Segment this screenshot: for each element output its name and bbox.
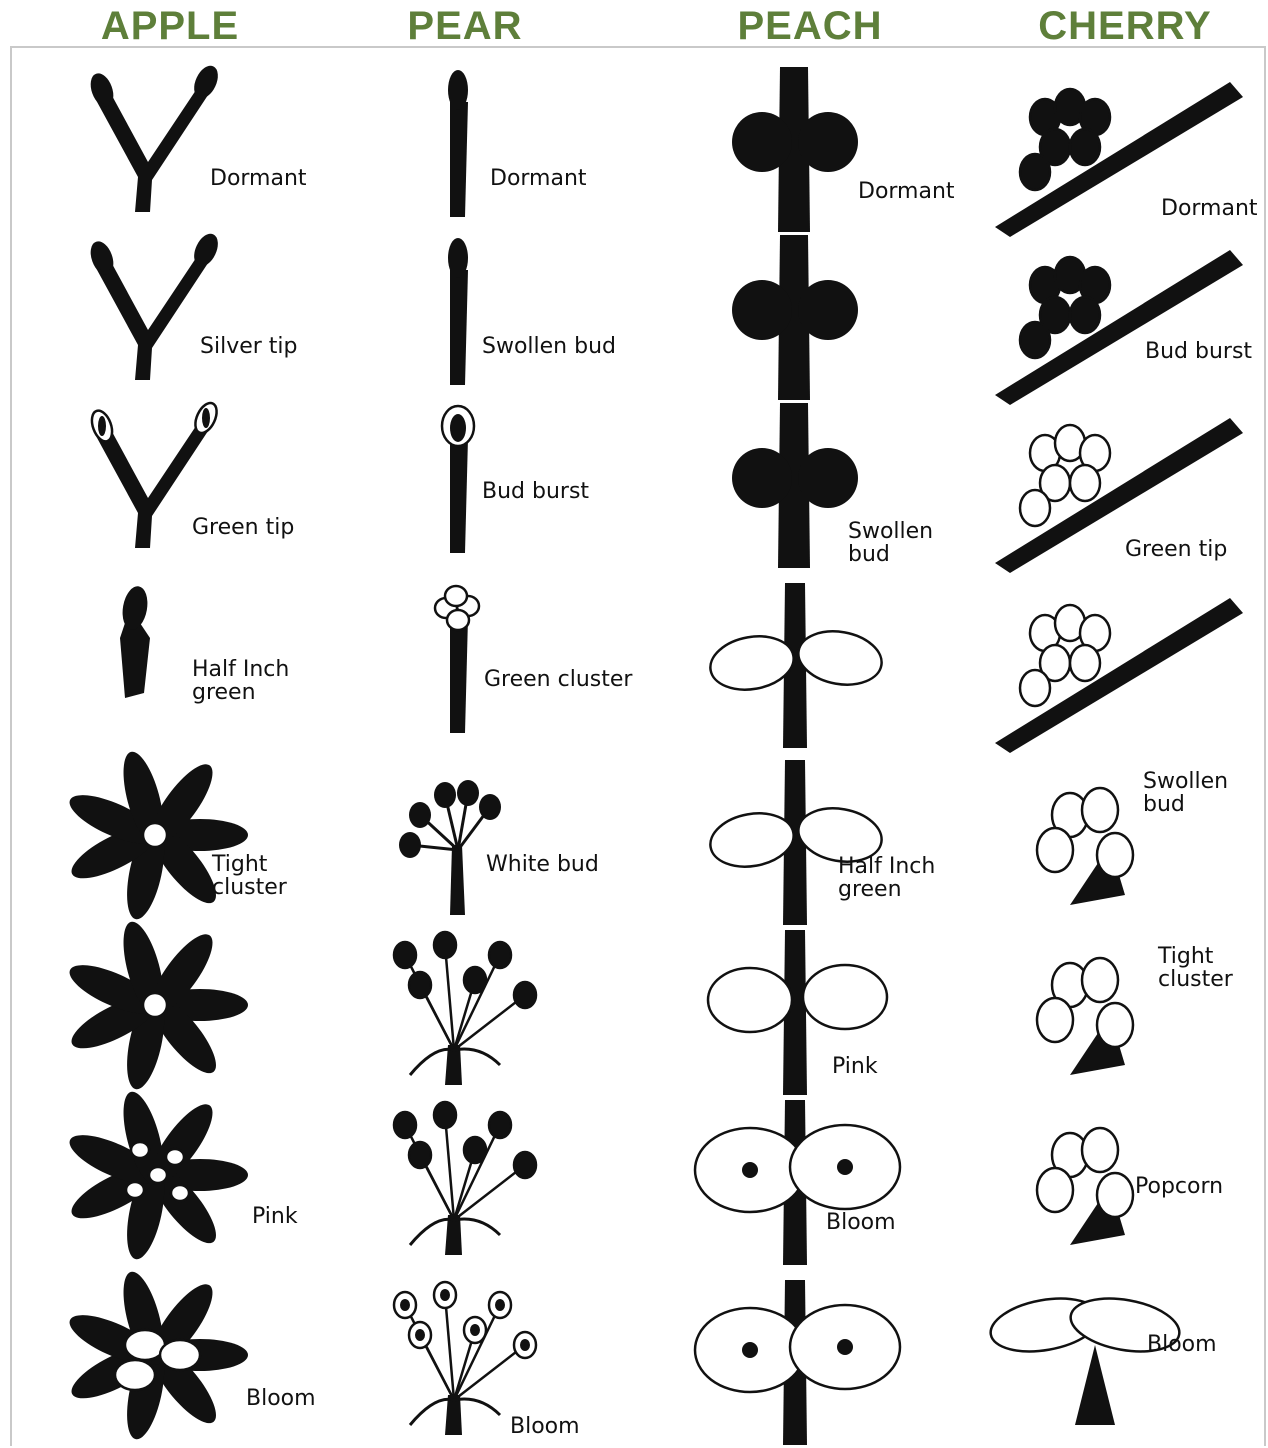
stage-pear-5: White bud: [350, 755, 650, 925]
stage-label: Swollen bud: [1143, 770, 1228, 816]
stage-label: Dormant: [210, 167, 307, 190]
twig-y-icon: [40, 230, 320, 400]
stage-peach-7: Bloom: [680, 1095, 980, 1265]
stage-apple-6: [40, 925, 340, 1095]
stage-label: Green cluster: [484, 668, 632, 691]
cherry-bloom-icon: [975, 1275, 1255, 1445]
stage-label: Tight cluster: [1158, 945, 1233, 991]
stage-apple-8: Bloom: [40, 1275, 340, 1445]
stage-cherry-7: Popcorn: [975, 1095, 1265, 1265]
stem-buds-icon: [350, 925, 630, 1095]
stage-apple-4: Half Inch green: [40, 578, 340, 748]
stage-pear-7: [350, 1095, 650, 1265]
stage-peach-8: [680, 1275, 980, 1445]
stage-label: Pink: [832, 1055, 878, 1078]
stage-label: Green tip: [1125, 538, 1227, 561]
spur-icon: [350, 62, 630, 232]
stage-cherry-1: Dormant: [975, 62, 1265, 232]
stage-apple-1: Dormant: [40, 62, 340, 232]
column-title-pear: PEAR: [400, 4, 530, 49]
column-title-peach: PEACH: [730, 4, 890, 49]
stage-label: Bloom: [1147, 1333, 1217, 1356]
stage-label: Bloom: [510, 1415, 580, 1438]
stage-cherry-5: Swollen bud: [975, 755, 1265, 925]
stage-apple-3: Green tip: [40, 398, 340, 568]
leaf-rosette-icon: [40, 925, 320, 1095]
leaf-rosette-flowers-icon: [40, 1275, 320, 1445]
stage-peach-2: [680, 230, 980, 400]
stage-peach-6: Pink: [680, 925, 980, 1095]
stage-apple-7: Pink: [40, 1095, 340, 1265]
stage-label: Popcorn: [1135, 1175, 1223, 1198]
stage-pear-3: Bud burst: [350, 398, 650, 568]
column-title-cherry: CHERRY: [1035, 4, 1215, 49]
stage-label: Bud burst: [1145, 340, 1252, 363]
stem-flower-open-icon: [680, 1095, 960, 1265]
stage-pear-8: Bloom: [350, 1275, 650, 1445]
stem-leaves-icon: [680, 578, 960, 748]
stage-cherry-8: Bloom: [975, 1275, 1265, 1445]
stage-peach-1: Dormant: [680, 62, 980, 232]
stem-flower-open-icon: [680, 1275, 960, 1445]
stage-pear-6: [350, 925, 650, 1095]
stem-buds-dark-icon: [680, 230, 960, 400]
stage-label: Bloom: [246, 1387, 316, 1410]
leaf-rosette-buds-icon: [40, 1095, 320, 1265]
stage-peach-3: Swollen bud: [680, 398, 980, 568]
stage-label: Silver tip: [200, 335, 298, 358]
stage-label: Bud burst: [482, 480, 589, 503]
spur-cluster-icon: [350, 578, 630, 748]
stage-pear-2: Swollen bud: [350, 230, 650, 400]
branch-buds-icon: [975, 230, 1255, 400]
stage-label: White bud: [486, 853, 599, 876]
spur-icon: [350, 230, 630, 400]
stage-apple-5: Tight cluster: [40, 755, 340, 925]
stage-cherry-6: Tight cluster: [975, 925, 1265, 1095]
stem-petals-icon: [680, 925, 960, 1095]
stage-label: Swollen bud: [848, 520, 980, 566]
stage-peach-4: [680, 578, 980, 748]
stage-cherry-4: [975, 578, 1265, 748]
stage-label: Bloom: [826, 1211, 896, 1234]
stage-label: Dormant: [1161, 197, 1258, 220]
stage-cherry-2: Bud burst: [975, 230, 1265, 400]
stage-pear-4: Green cluster: [350, 578, 650, 748]
stage-label: Green tip: [192, 516, 294, 539]
stem-buds-icon: [350, 1095, 630, 1265]
stage-pear-1: Dormant: [350, 62, 650, 232]
column-title-apple: APPLE: [100, 4, 240, 49]
twig-y-icon: [40, 62, 320, 232]
stage-cherry-3: Green tip: [975, 398, 1265, 568]
twig-y-buds-icon: [40, 398, 320, 568]
stage-peach-5: Half Inch green: [680, 755, 980, 925]
stage-label: Half Inch green: [838, 855, 935, 901]
bud-cluster-icon: [350, 755, 630, 925]
stage-apple-2: Silver tip: [40, 230, 340, 400]
stage-label: Pink: [252, 1205, 298, 1228]
stage-label: Dormant: [858, 180, 955, 203]
stage-label: Swollen bud: [482, 335, 616, 358]
stage-label: Dormant: [490, 167, 587, 190]
branch-buds-light-icon: [975, 578, 1255, 748]
stage-label: Half Inch green: [192, 658, 289, 704]
stem-flowers-icon: [350, 1275, 630, 1445]
stem-buds-dark-icon: [680, 62, 960, 232]
stage-label: Tight cluster: [212, 853, 340, 899]
